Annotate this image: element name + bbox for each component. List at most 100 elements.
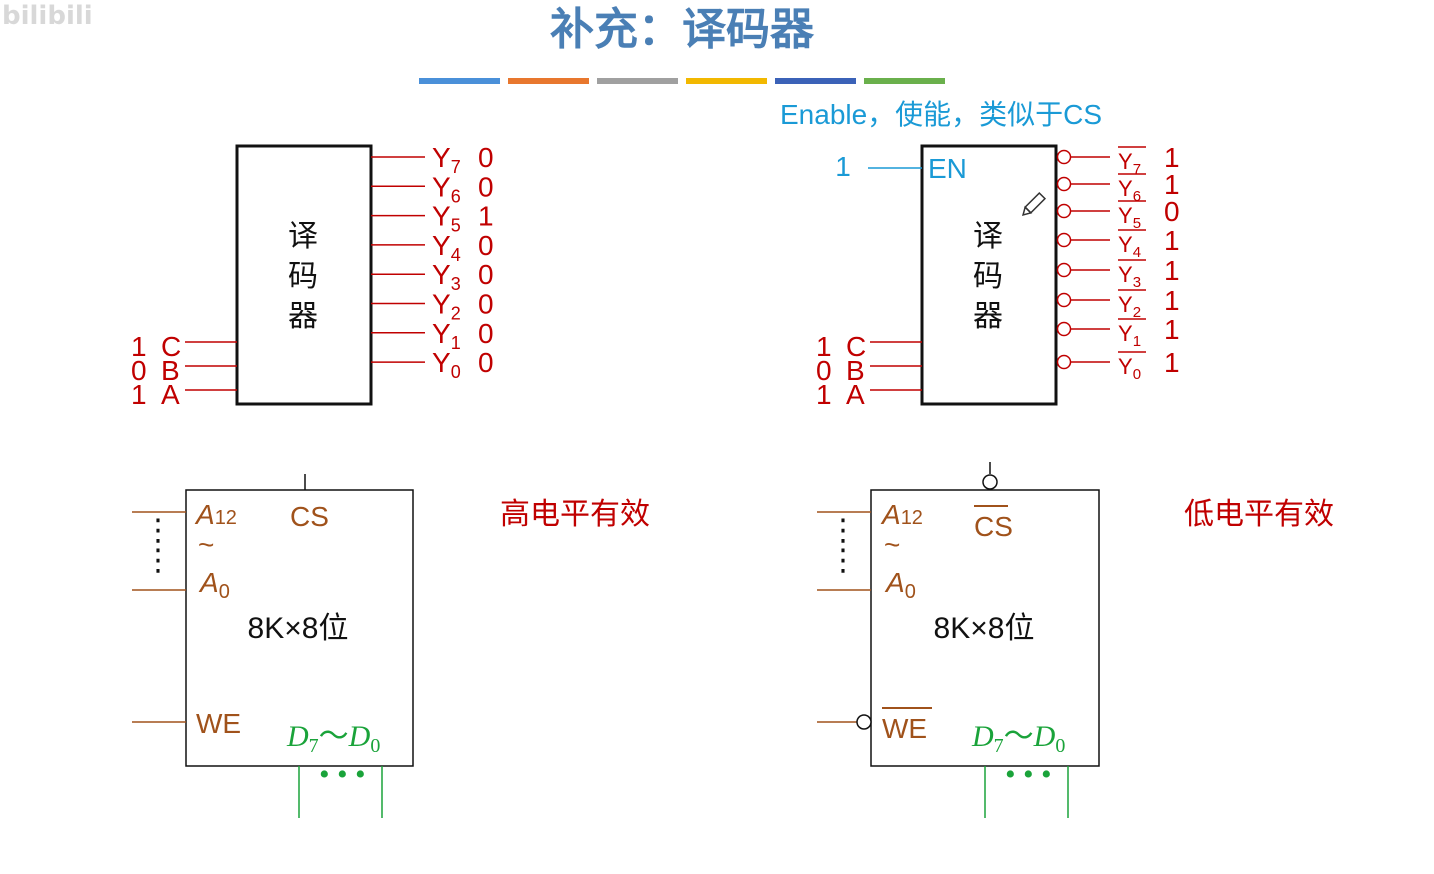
right-caption: 低电平有效 — [1184, 498, 1334, 531]
left-output-value-0: 0 — [478, 347, 494, 378]
right-output-bubble-0 — [1056, 354, 1072, 370]
right-output-value-3: 1 — [1164, 255, 1180, 286]
right-output-bubble-3 — [1056, 262, 1072, 278]
right-addr-vdots-2: ⋮ — [828, 544, 858, 577]
right-output-bubble-2 — [1056, 292, 1072, 308]
left-output-value-2: 0 — [478, 289, 494, 320]
right-cs-bubble — [982, 474, 998, 490]
left-input-value-b: 0 — [131, 355, 147, 386]
right-output-value-0: 1 — [1164, 347, 1180, 378]
left-output-value-1: 0 — [478, 318, 494, 349]
right-input-name-c: C — [846, 331, 866, 362]
left-memory-chip: ⋮ ⋮ A12 ~ A0 CS 8K×8位 WE D7～D0 • • • 高电平… — [132, 474, 650, 818]
left-caption: 高电平有效 — [500, 498, 650, 531]
right-output-value-2: 1 — [1164, 285, 1180, 316]
title-underline-bars — [419, 78, 945, 84]
right-decoder-label-1: 译 — [973, 219, 1003, 254]
title-bar-3 — [597, 78, 678, 84]
title-bar-2 — [508, 78, 589, 84]
right-cs-label: CS — [974, 511, 1013, 542]
slide-title: 补充：译码器 — [550, 4, 815, 55]
right-input-name-a: A — [846, 379, 865, 410]
left-output-name-5: Y5 — [432, 201, 461, 236]
right-output-bubble-4 — [1056, 232, 1072, 248]
right-output-name-0: Y0 — [1118, 354, 1141, 383]
right-output-name-4: Y4 — [1118, 232, 1141, 261]
left-output-value-6: 0 — [478, 171, 494, 202]
right-output-value-7: 1 — [1164, 142, 1180, 173]
left-decoder-box — [235, 144, 373, 406]
left-chip-size: 8K×8位 — [248, 612, 349, 645]
left-we-label: WE — [196, 708, 241, 739]
right-input-name-b: B — [846, 355, 865, 386]
right-output-value-1: 1 — [1164, 314, 1180, 345]
pencil-icon — [1021, 191, 1047, 217]
watermark: bilibili — [2, 1, 93, 31]
right-data-label: D7～D0 — [971, 720, 1065, 757]
enable-note: Enable，使能，类似于CS — [780, 99, 1102, 130]
left-addr-hi: A12 — [194, 499, 237, 530]
left-output-name-4: Y4 — [432, 230, 461, 265]
right-memory-chip: ⋮ ⋮ A12 ~ A0 CS 8K×8位 WE D7～D0 • • • 低电平… — [817, 462, 1334, 818]
right-addr-tilde: ~ — [884, 529, 900, 560]
left-data-label: D7～D0 — [286, 720, 380, 757]
right-output-value-6: 1 — [1164, 169, 1180, 200]
left-addr-lo: A0 — [198, 567, 230, 603]
en-value: 1 — [835, 151, 851, 182]
left-output-value-3: 0 — [478, 259, 494, 290]
right-addr-hi: A12 — [880, 499, 923, 530]
en-label: EN — [928, 153, 967, 184]
right-input-value-c: 1 — [816, 331, 832, 362]
right-output-bubble-1 — [1056, 321, 1072, 337]
right-output-name-1: Y1 — [1118, 321, 1141, 350]
left-output-value-5: 1 — [478, 201, 494, 232]
right-addr-lo: A0 — [884, 567, 916, 603]
title-bar-1 — [419, 78, 500, 84]
right-we-label: WE — [882, 713, 927, 744]
right-output-value-5: 0 — [1164, 196, 1180, 227]
left-input-name-b: B — [161, 355, 180, 386]
left-decoder-label-3: 器 — [288, 299, 318, 334]
title-bar-5 — [775, 78, 856, 84]
right-data-dots: • • • — [1005, 758, 1052, 791]
right-addr-vdots: ⋮ — [828, 514, 858, 547]
left-data-dots: • • • — [319, 758, 366, 791]
left-input-value-a: 1 — [131, 379, 147, 410]
left-addr-tilde: ~ — [198, 529, 214, 560]
left-output-value-4: 0 — [478, 230, 494, 261]
left-decoder-label-2: 码 — [288, 259, 318, 294]
left-addr-vdots-2: ⋮ — [143, 544, 173, 577]
left-output-name-7: Y7 — [432, 142, 461, 177]
right-decoder-label-2: 码 — [973, 259, 1003, 294]
right-input-value-b: 0 — [816, 355, 832, 386]
right-output-bubble-5 — [1056, 203, 1072, 219]
left-output-name-3: Y3 — [432, 259, 461, 294]
right-decoder-label-3: 器 — [973, 299, 1003, 334]
right-decoder-box — [920, 144, 1058, 406]
right-output-bubble-7 — [1056, 149, 1072, 165]
left-addr-vdots: ⋮ — [143, 514, 173, 547]
right-output-name-7: Y7 — [1118, 149, 1141, 178]
right-output-name-5: Y5 — [1118, 203, 1141, 232]
left-input-value-c: 1 — [131, 331, 147, 362]
left-output-value-7: 0 — [478, 142, 494, 173]
left-decoder-label-1: 译 — [288, 219, 318, 254]
right-we-bubble — [856, 714, 872, 730]
left-output-name-2: Y2 — [432, 289, 461, 324]
title-bar-4 — [686, 78, 767, 84]
title-bar-6 — [864, 78, 945, 84]
left-output-name-6: Y6 — [432, 171, 461, 206]
left-output-name-0: Y0 — [432, 347, 461, 382]
right-output-name-6: Y6 — [1118, 176, 1141, 205]
right-output-bubble-6 — [1056, 176, 1072, 192]
left-input-name-a: A — [161, 379, 180, 410]
left-input-name-c: C — [161, 331, 181, 362]
left-output-name-1: Y1 — [432, 318, 461, 353]
right-output-value-4: 1 — [1164, 225, 1180, 256]
